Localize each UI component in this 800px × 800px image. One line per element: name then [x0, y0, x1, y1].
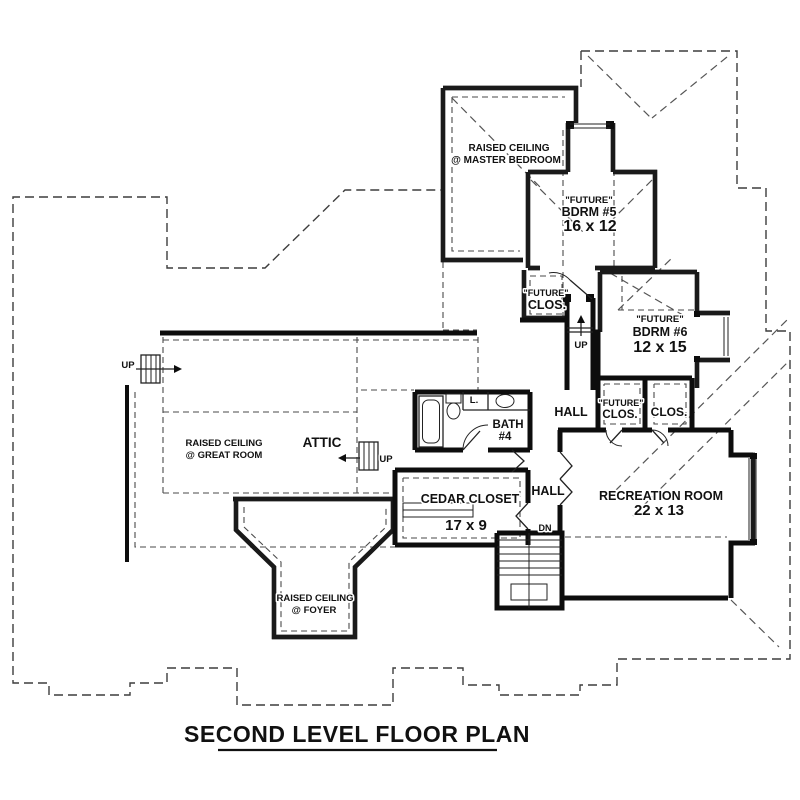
label-ladder-right-up: UP: [379, 454, 393, 465]
room-labels: RAISED CEILING @ MASTER BEDROOM "FUTURE"…: [120, 142, 725, 618]
stair-dn-treads: [497, 533, 562, 608]
closet-row-walls: [598, 375, 695, 432]
window-jamb: [750, 453, 757, 459]
rec-room-bottom-walls: [560, 540, 755, 601]
thick-walls: [125, 298, 755, 611]
label-closet3-name: CLOS.: [651, 405, 688, 419]
plan-title: SECOND LEVEL FLOOR PLAN: [184, 721, 530, 747]
label-bath-name: BATH: [492, 419, 523, 431]
label-bdrm6-future: "FUTURE": [636, 314, 684, 325]
toilet-tank: [445, 393, 462, 404]
window-jamb: [606, 121, 614, 129]
fixtures: [136, 121, 757, 608]
closet3-door-leaf: [651, 429, 665, 444]
label-master-ceiling-1: RAISED CEILING: [468, 143, 549, 154]
label-foyer-ceiling-1: RAISED CEILING: [276, 593, 353, 604]
sink-icon: [495, 394, 515, 408]
roof-diagonal: [605, 318, 789, 501]
roof-diagonal: [730, 599, 780, 648]
roof-diagonal: [587, 55, 651, 118]
bdrm6-left-wall: [593, 329, 601, 432]
bathtub-icon: [418, 395, 444, 448]
roof-outline: [12, 50, 791, 706]
bath-door-leaf: [462, 430, 481, 451]
closet1-inner-dash: [529, 275, 563, 315]
bath-walls: [412, 389, 533, 453]
toilet-bowl: [446, 402, 461, 420]
window-jamb: [566, 121, 574, 129]
ladder-rungs: [363, 442, 375, 470]
master-ceiling-inner-dash: [451, 96, 565, 252]
bdrm6-bay-window: [697, 310, 730, 363]
window-glazing: [723, 317, 729, 356]
label-closet1-future: "FUTURE": [523, 288, 568, 298]
double-walls: [233, 85, 755, 640]
cedar-inner-dash: [402, 477, 521, 539]
label-bdrm6-name: BDRM #6: [633, 325, 688, 339]
label-stair-up: UP: [574, 340, 588, 351]
arrow-head: [174, 365, 182, 373]
plan-title-block: SECOND LEVEL FLOOR PLAN: [183, 720, 531, 752]
stair-dn-inner: [510, 583, 548, 601]
label-foyer-ceiling-2: @ FOYER: [292, 605, 337, 616]
label-recreation-dims: 22 x 13: [634, 502, 684, 519]
label-stair-dn: DN: [539, 523, 552, 533]
label-bdrm5-dims: 16 x 12: [563, 218, 616, 235]
foyer-bay-walls: [233, 496, 396, 640]
label-great-room-1: RAISED CEILING: [185, 438, 262, 449]
lower-roof-line: [134, 392, 497, 548]
foyer-inner-dash: [243, 507, 387, 632]
window-jamb: [750, 539, 757, 545]
arrow-head: [338, 454, 346, 462]
up-arrow-head: [577, 315, 585, 323]
roof-diagonal: [651, 56, 728, 119]
bdrm6-dash: [618, 276, 695, 311]
label-great-room-2: @ GREAT ROOM: [186, 450, 263, 461]
label-linen: L.: [470, 395, 478, 406]
window-glazing: [570, 123, 610, 129]
cedar-shelf: [402, 509, 474, 518]
label-closet2-name: CLOS.: [602, 409, 637, 421]
label-bdrm6-dims: 12 x 15: [633, 339, 686, 356]
attic-dashed-box: [162, 262, 479, 494]
window-glazing: [748, 458, 757, 540]
linen-closet: [462, 392, 489, 411]
label-bdrm5-future: "FUTURE": [565, 195, 613, 206]
opening-zigzag: [515, 502, 529, 530]
label-ladder-left-up: UP: [121, 360, 135, 371]
door-jamb: [563, 294, 571, 302]
label-hall-lower: HALL: [531, 484, 565, 498]
label-bath-number: #4: [499, 431, 512, 443]
label-hall-upper: HALL: [554, 405, 588, 419]
door-arc: [548, 272, 571, 281]
stairwell-dn-walls: [494, 530, 565, 611]
closet2-door-leaf: [609, 429, 623, 444]
label-attic: ATTIC: [303, 435, 342, 450]
cedar-closet-walls: [392, 467, 531, 548]
roof-diagonal: [632, 359, 791, 517]
roof-perimeter-path: [12, 50, 791, 706]
closet3-inner-dash: [653, 383, 687, 425]
bath-door-arc: [462, 424, 489, 451]
closet3-door-arc: [651, 429, 669, 447]
door-leaf: [569, 279, 593, 300]
label-closet1-name: CLOS.: [528, 298, 566, 312]
opening-zigzag: [559, 451, 573, 506]
closet2-inner-dash: [603, 383, 641, 425]
label-cedar-dims: 17 x 9: [445, 517, 487, 534]
label-bdrm5-name: BDRM #5: [562, 205, 617, 219]
label-recreation-name: RECREATION ROOM: [599, 489, 723, 503]
stair-landing: [567, 327, 593, 333]
label-cedar-name: CEDAR CLOSET: [421, 492, 520, 506]
stair-corridor-walls: [564, 298, 596, 390]
label-master-ceiling-2: @ MASTER BEDROOM: [451, 155, 561, 166]
label-closet2-future: "FUTURE": [598, 398, 643, 408]
window-jamb: [694, 356, 700, 362]
bathtub-inner: [422, 399, 440, 444]
roof-diagonal: [609, 272, 689, 319]
rec-room-top-wall: [558, 427, 753, 458]
opening-zigzag: [511, 449, 525, 473]
window-jamb: [694, 311, 700, 317]
